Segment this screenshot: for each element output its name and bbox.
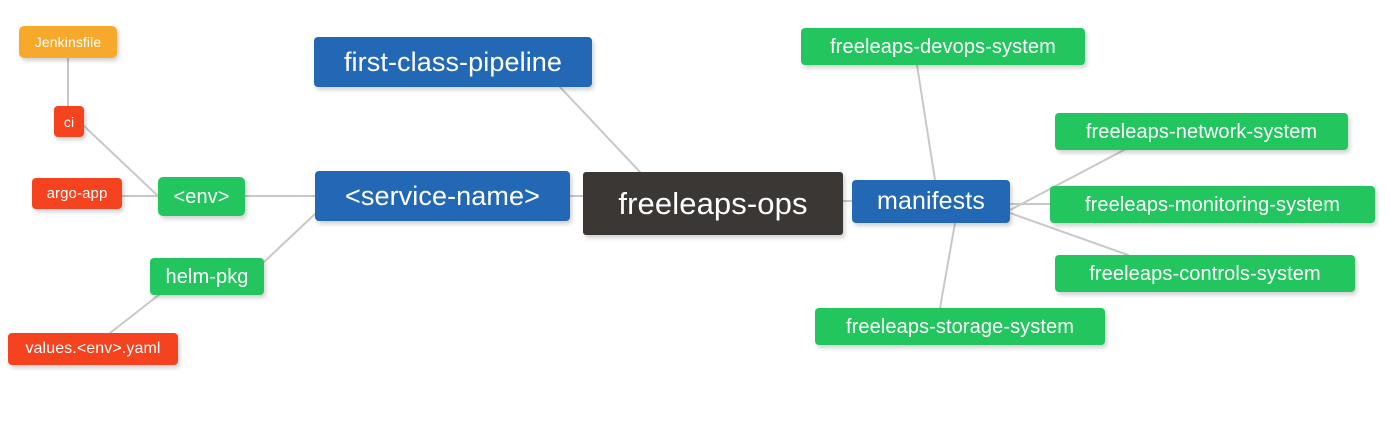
node-label-manifests: manifests: [877, 187, 985, 215]
node-freeleaps-devops-system[interactable]: freeleaps-devops-system: [801, 28, 1085, 65]
node-label-argo-app: argo-app: [46, 185, 108, 202]
node-label-service-name: <service-name>: [345, 180, 540, 211]
node-freeleaps-monitoring-system[interactable]: freeleaps-monitoring-system: [1050, 186, 1375, 223]
node-label-freeleaps-storage-system: freeleaps-storage-system: [845, 315, 1075, 338]
node-label-freeleaps-ops: freeleaps-ops: [618, 186, 808, 221]
node-label-env: <env>: [173, 185, 230, 208]
edge-manifests-to-freeleaps-devops-system: [916, 64, 936, 181]
node-label-freeleaps-devops-system: freeleaps-devops-system: [830, 35, 1056, 58]
node-label-ci: ci: [63, 113, 75, 130]
node-manifests[interactable]: manifests: [852, 180, 1010, 223]
node-label-freeleaps-monitoring-system: freeleaps-monitoring-system: [1084, 193, 1340, 216]
node-label-freeleaps-network-system: freeleaps-network-system: [1085, 120, 1318, 143]
edge-helm-pkg-to-values-yaml: [109, 293, 161, 334]
node-first-class-pipeline[interactable]: first-class-pipeline: [314, 37, 592, 87]
node-helm-pkg[interactable]: helm-pkg: [150, 258, 264, 295]
node-label-helm-pkg: helm-pkg: [165, 265, 249, 288]
node-label-values-yaml: values.<env>.yaml: [25, 340, 161, 357]
node-service-name[interactable]: <service-name>: [315, 171, 570, 221]
node-ci[interactable]: ci: [54, 106, 84, 137]
node-label-jenkinsfile: Jenkinsfile: [34, 34, 102, 50]
node-freeleaps-controls-system[interactable]: freeleaps-controls-system: [1055, 255, 1355, 292]
edge-manifests-to-freeleaps-storage-system: [939, 222, 956, 309]
node-argo-app[interactable]: argo-app: [32, 178, 122, 209]
node-freeleaps-ops[interactable]: freeleaps-ops: [583, 172, 843, 235]
node-jenkinsfile[interactable]: Jenkinsfile: [19, 26, 117, 58]
node-freeleaps-network-system[interactable]: freeleaps-network-system: [1055, 113, 1348, 150]
node-label-freeleaps-controls-system: freeleaps-controls-system: [1089, 262, 1321, 285]
node-freeleaps-storage-system[interactable]: freeleaps-storage-system: [815, 308, 1105, 345]
edge-service-name-to-helm-pkg: [263, 213, 316, 263]
edge-first-class-pipeline-to-freeleaps-ops: [559, 86, 641, 173]
node-env[interactable]: <env>: [158, 177, 245, 216]
node-label-first-class-pipeline: first-class-pipeline: [343, 46, 563, 77]
node-values-yaml[interactable]: values.<env>.yaml: [8, 333, 178, 365]
